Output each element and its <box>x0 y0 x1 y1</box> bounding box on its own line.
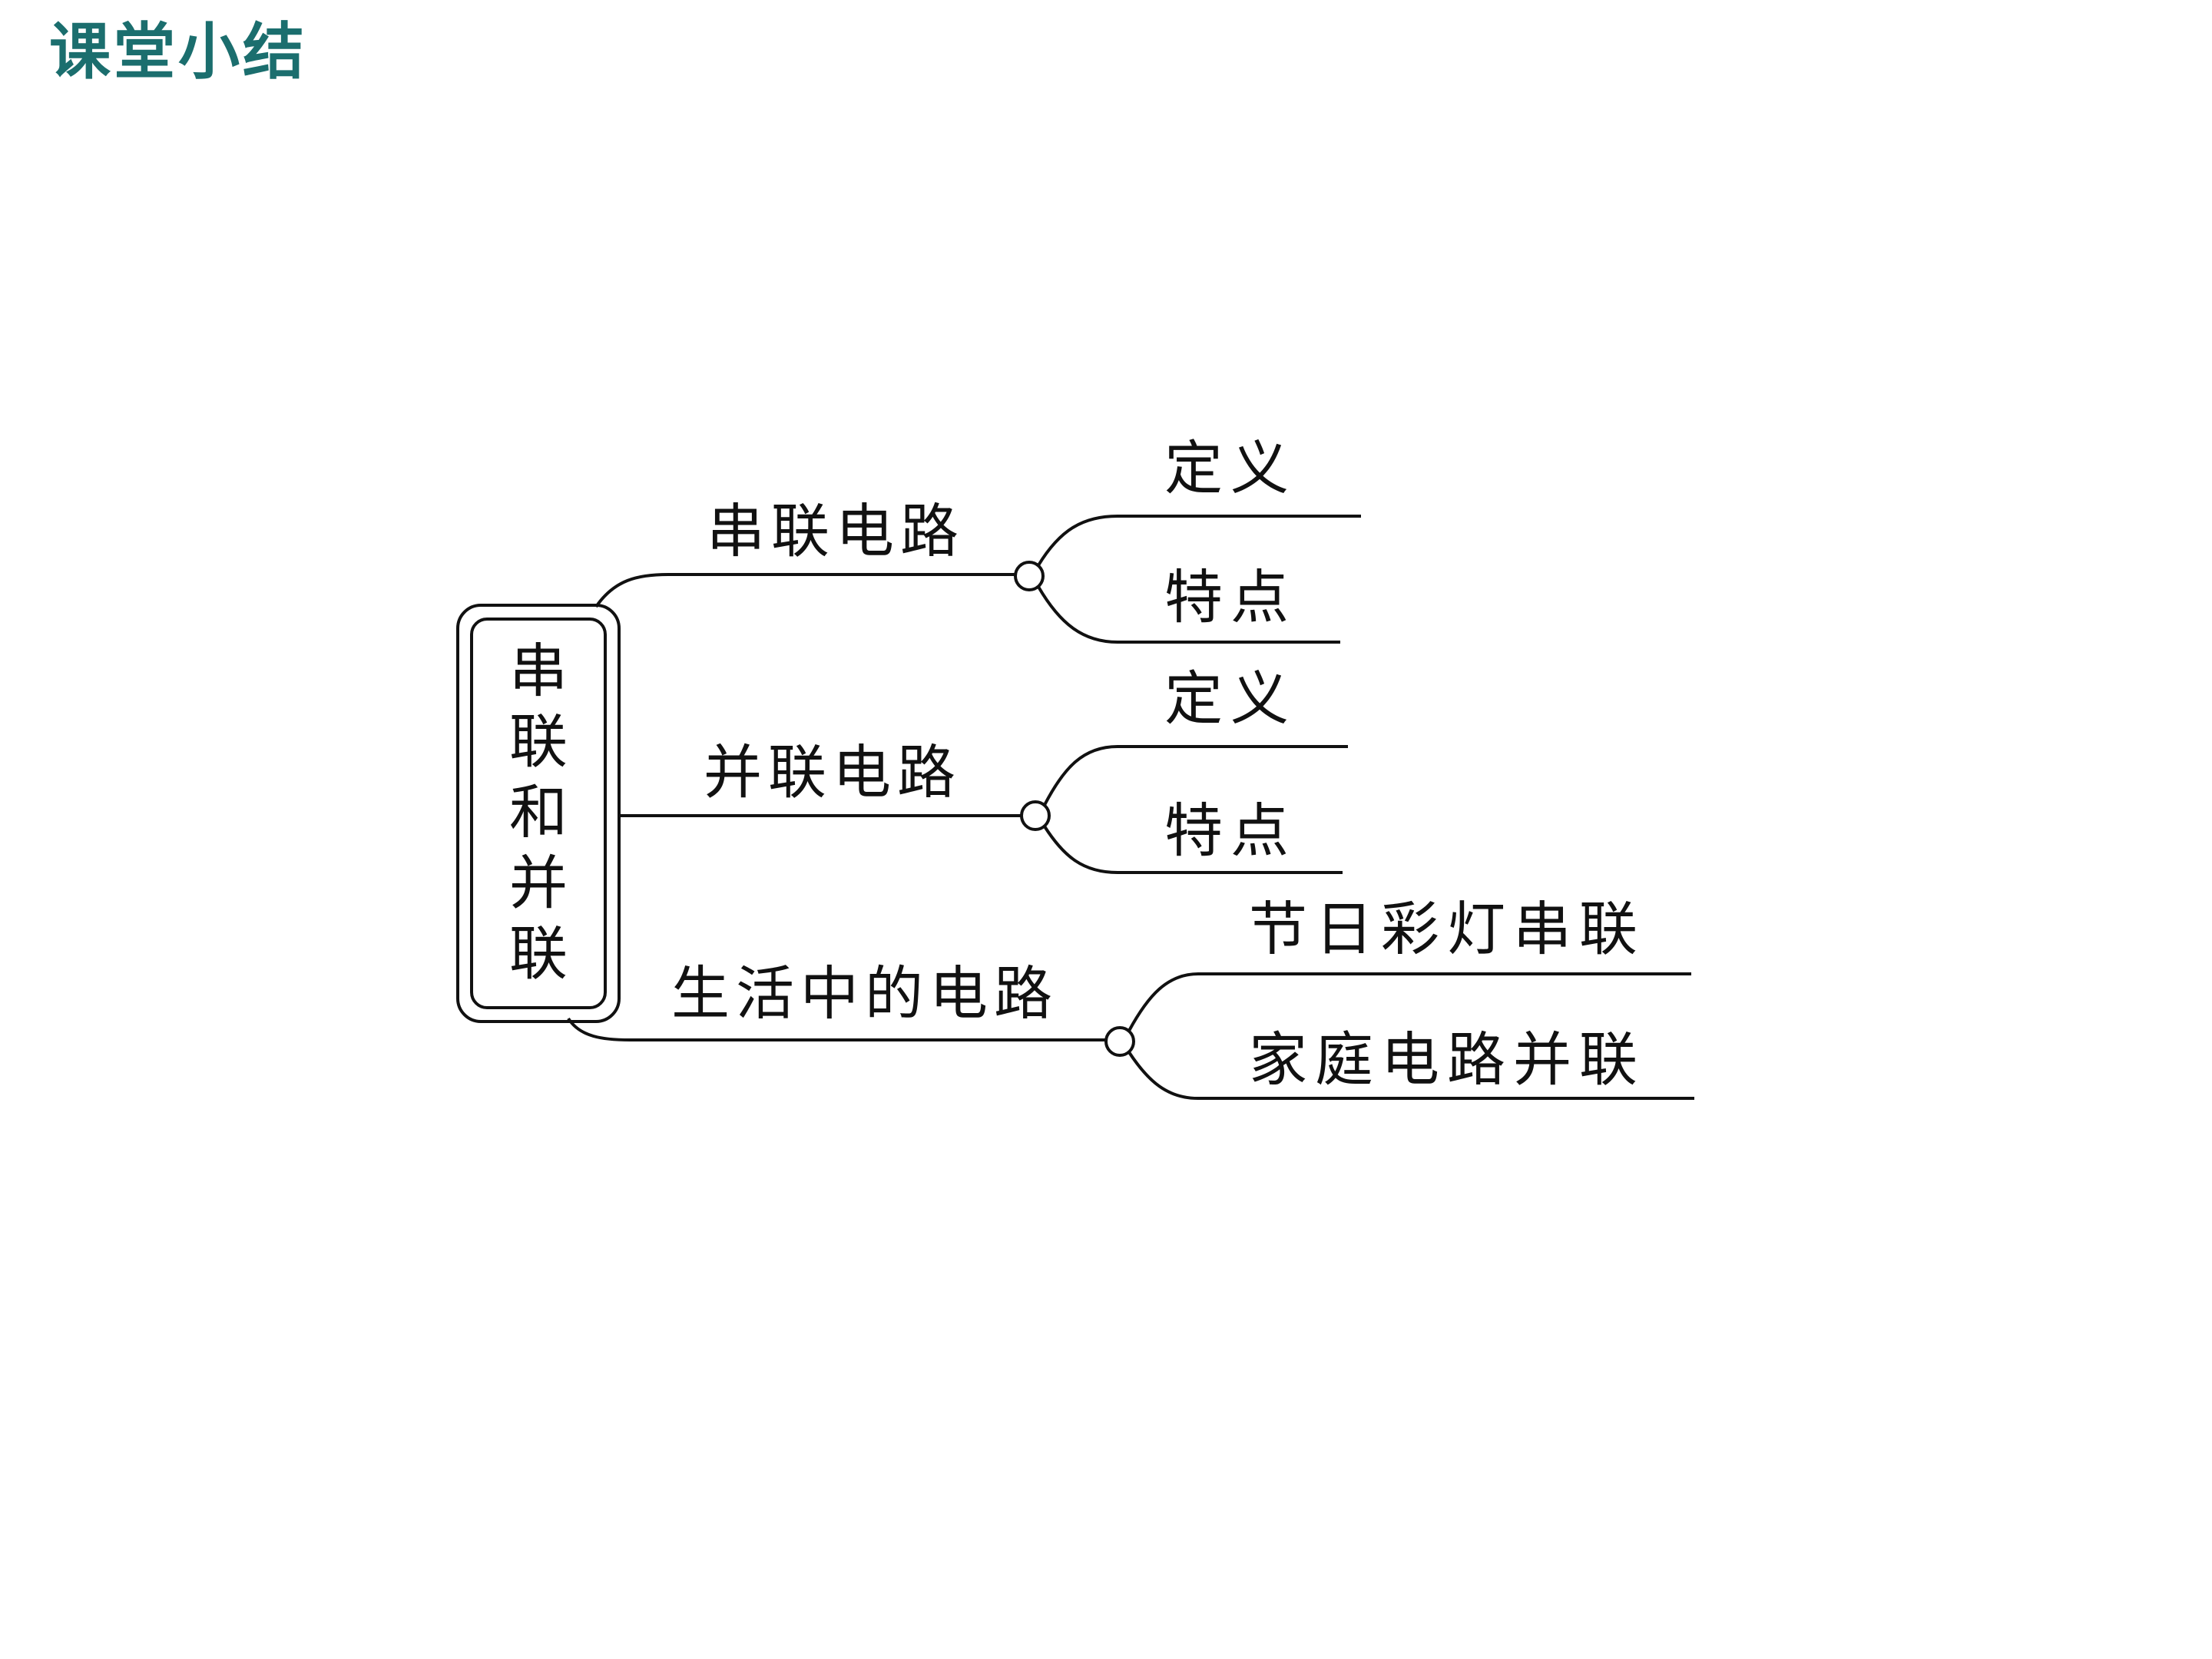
branch-label: 生活中的电路 <box>671 959 1058 1028</box>
leaf-label: 特点 <box>1164 563 1296 631</box>
leaf-connector <box>1043 825 1343 874</box>
root-char: 并 <box>509 849 568 917</box>
root-frame-inner <box>470 618 607 1009</box>
leaf-connector <box>1128 972 1691 1031</box>
root-char: 串 <box>509 637 568 705</box>
branch-parallel-circuit: 并联电路 定义 特点 <box>619 664 1348 874</box>
slide-title: 课堂小结 <box>49 16 307 88</box>
branch-everyday-circuits: 生活中的电路 节日彩灯串联 家庭电路并联 <box>567 895 1694 1100</box>
branch-node-circle <box>1014 561 1045 591</box>
leaf-label: 家庭电路并联 <box>1249 1025 1645 1094</box>
branch-node-circle <box>1104 1026 1135 1057</box>
leaf-connector <box>1037 585 1340 644</box>
leaf-label: 特点 <box>1164 796 1296 865</box>
leaf-connector <box>1043 745 1348 806</box>
leaf-connector <box>1037 515 1361 567</box>
root-frame-outer <box>456 604 621 1023</box>
leaf-connector <box>1128 1051 1694 1100</box>
leaf-label: 定义 <box>1164 664 1296 733</box>
leaf-label: 定义 <box>1164 434 1296 502</box>
root-char: 和 <box>509 778 568 846</box>
root-char: 联 <box>509 919 568 988</box>
leaf-label: 节日彩灯串联 <box>1249 895 1645 963</box>
branch-line <box>567 1017 1106 1041</box>
branch-label: 串联电路 <box>707 497 965 565</box>
branch-series-circuit: 串联电路 定义 特点 <box>594 434 1361 644</box>
root-char: 联 <box>509 707 568 776</box>
branch-node-circle <box>1020 800 1051 831</box>
root-node: 串 联 和 并 联 <box>456 604 621 1023</box>
branch-label: 并联电路 <box>704 738 962 806</box>
branch-line <box>594 573 1015 608</box>
